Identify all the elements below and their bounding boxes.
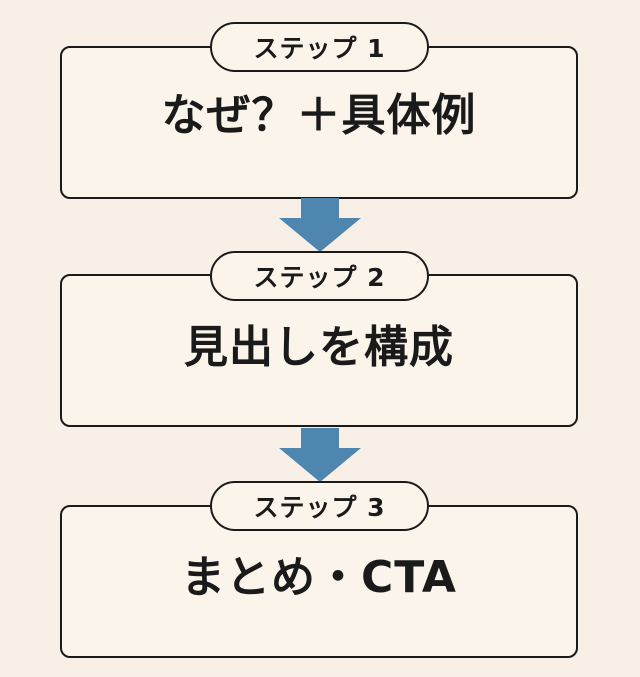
step-3-label: ステップ 3 <box>210 481 429 531</box>
arrow-down-icon <box>279 428 361 482</box>
step-1-label: ステップ 1 <box>210 22 429 72</box>
step-2-label: ステップ 2 <box>210 251 429 301</box>
arrow-down-icon <box>279 198 361 252</box>
step-1-title: なぜ？＋具体例 <box>161 90 477 141</box>
step-3-title: まとめ・CTA <box>181 552 457 603</box>
step-2-title: 見出しを構成 <box>184 322 454 373</box>
